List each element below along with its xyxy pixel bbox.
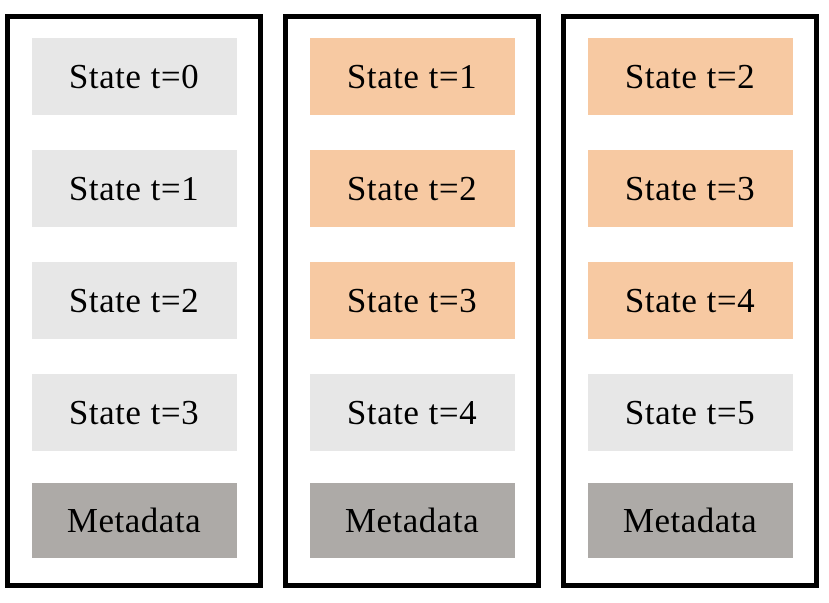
state-box: State t=3 [587, 150, 793, 227]
state-snapshot-diagram: State t=0 State t=1 State t=2 State t=3 … [5, 14, 819, 588]
state-box: State t=4 [309, 374, 515, 451]
snapshot-panel-2: State t=1 State t=2 State t=3 State t=4 … [283, 14, 541, 588]
state-box: State t=1 [309, 38, 515, 115]
state-box: State t=3 [309, 262, 515, 339]
snapshot-panel-1: State t=0 State t=1 State t=2 State t=3 … [5, 14, 263, 588]
state-box: State t=2 [587, 38, 793, 115]
state-box: State t=0 [31, 38, 237, 115]
metadata-box: Metadata [309, 483, 515, 558]
state-box: State t=4 [587, 262, 793, 339]
snapshot-panel-3: State t=2 State t=3 State t=4 State t=5 … [561, 14, 819, 588]
metadata-box: Metadata [587, 483, 793, 558]
state-box: State t=1 [31, 150, 237, 227]
metadata-box: Metadata [31, 483, 237, 558]
state-box: State t=3 [31, 374, 237, 451]
state-box: State t=2 [31, 262, 237, 339]
state-box: State t=2 [309, 150, 515, 227]
state-box: State t=5 [587, 374, 793, 451]
